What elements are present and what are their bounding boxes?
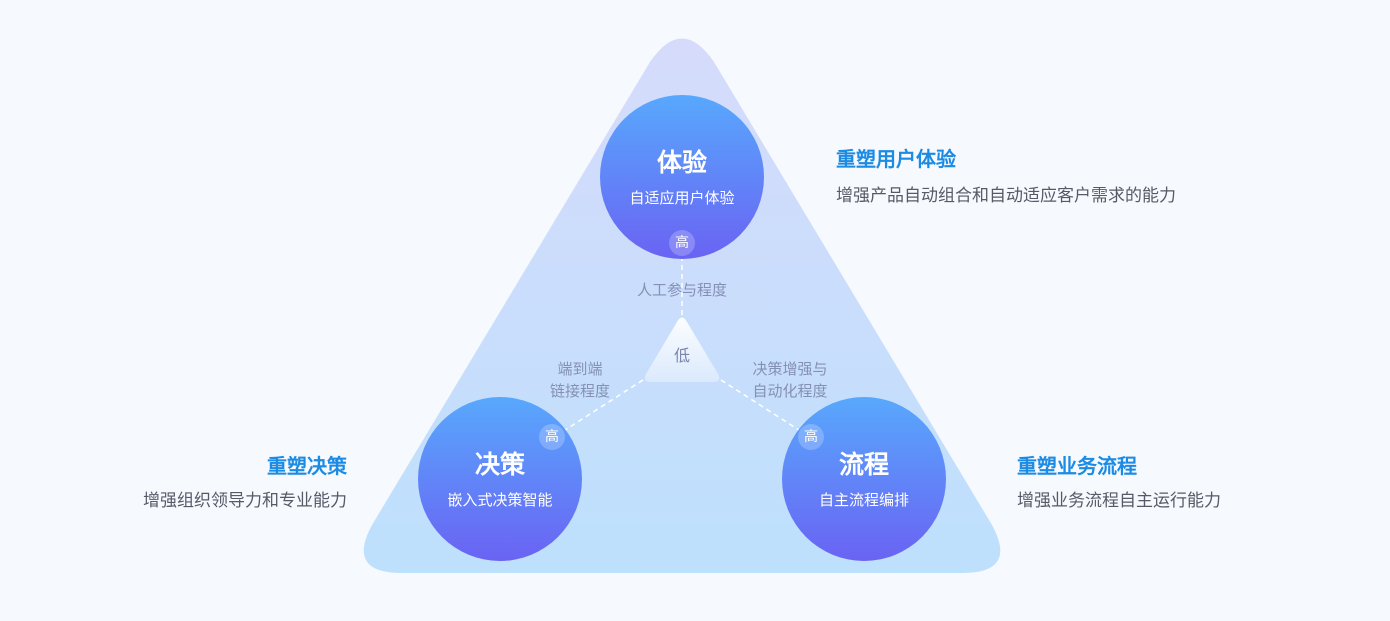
desc-title-experience: 重塑用户体验	[836, 147, 956, 171]
high-badge-right: 高	[798, 424, 824, 450]
high-badge-left: 高	[539, 424, 565, 450]
circle-subtitle: 自主流程编排	[818, 491, 909, 509]
axis-label-line: 决策增强与	[752, 360, 828, 378]
circle-subtitle: 嵌入式决策智能	[447, 491, 553, 509]
axis-label-line: 链接程度	[549, 382, 610, 400]
circle-title: 流程	[838, 450, 889, 479]
desc-title-decision: 重塑决策	[267, 454, 347, 478]
center-triangle	[644, 317, 720, 382]
circle-subtitle: 自适应用户体验	[629, 189, 735, 207]
axis-line-right	[720, 379, 803, 433]
axis-label-left: 端到端 链接程度	[530, 358, 630, 402]
desc-text-experience: 增强产品自动组合和自动适应客户需求的能力	[836, 186, 1176, 206]
high-badge-top: 高	[669, 230, 695, 256]
axis-label-top: 人工参与程度	[636, 281, 727, 299]
circle-process: 流程 自主流程编排	[782, 397, 946, 561]
circle-decision: 决策 嵌入式决策智能	[418, 397, 582, 561]
axis-line-left	[561, 379, 644, 433]
axis-label-line: 端到端	[557, 360, 603, 378]
axis-label-line: 自动化程度	[752, 382, 828, 400]
desc-text-process: 增强业务流程自主运行能力	[1017, 491, 1221, 511]
desc-title-process: 重塑业务流程	[1017, 454, 1137, 478]
axis-label-right: 决策增强与 自动化程度	[735, 358, 845, 402]
low-label: 低	[673, 346, 690, 365]
circle-experience: 体验 自适应用户体验	[600, 95, 764, 259]
desc-text-decision: 增强组织领导力和专业能力	[143, 491, 347, 511]
circle-title: 决策	[474, 450, 525, 479]
circle-title: 体验	[656, 148, 707, 177]
